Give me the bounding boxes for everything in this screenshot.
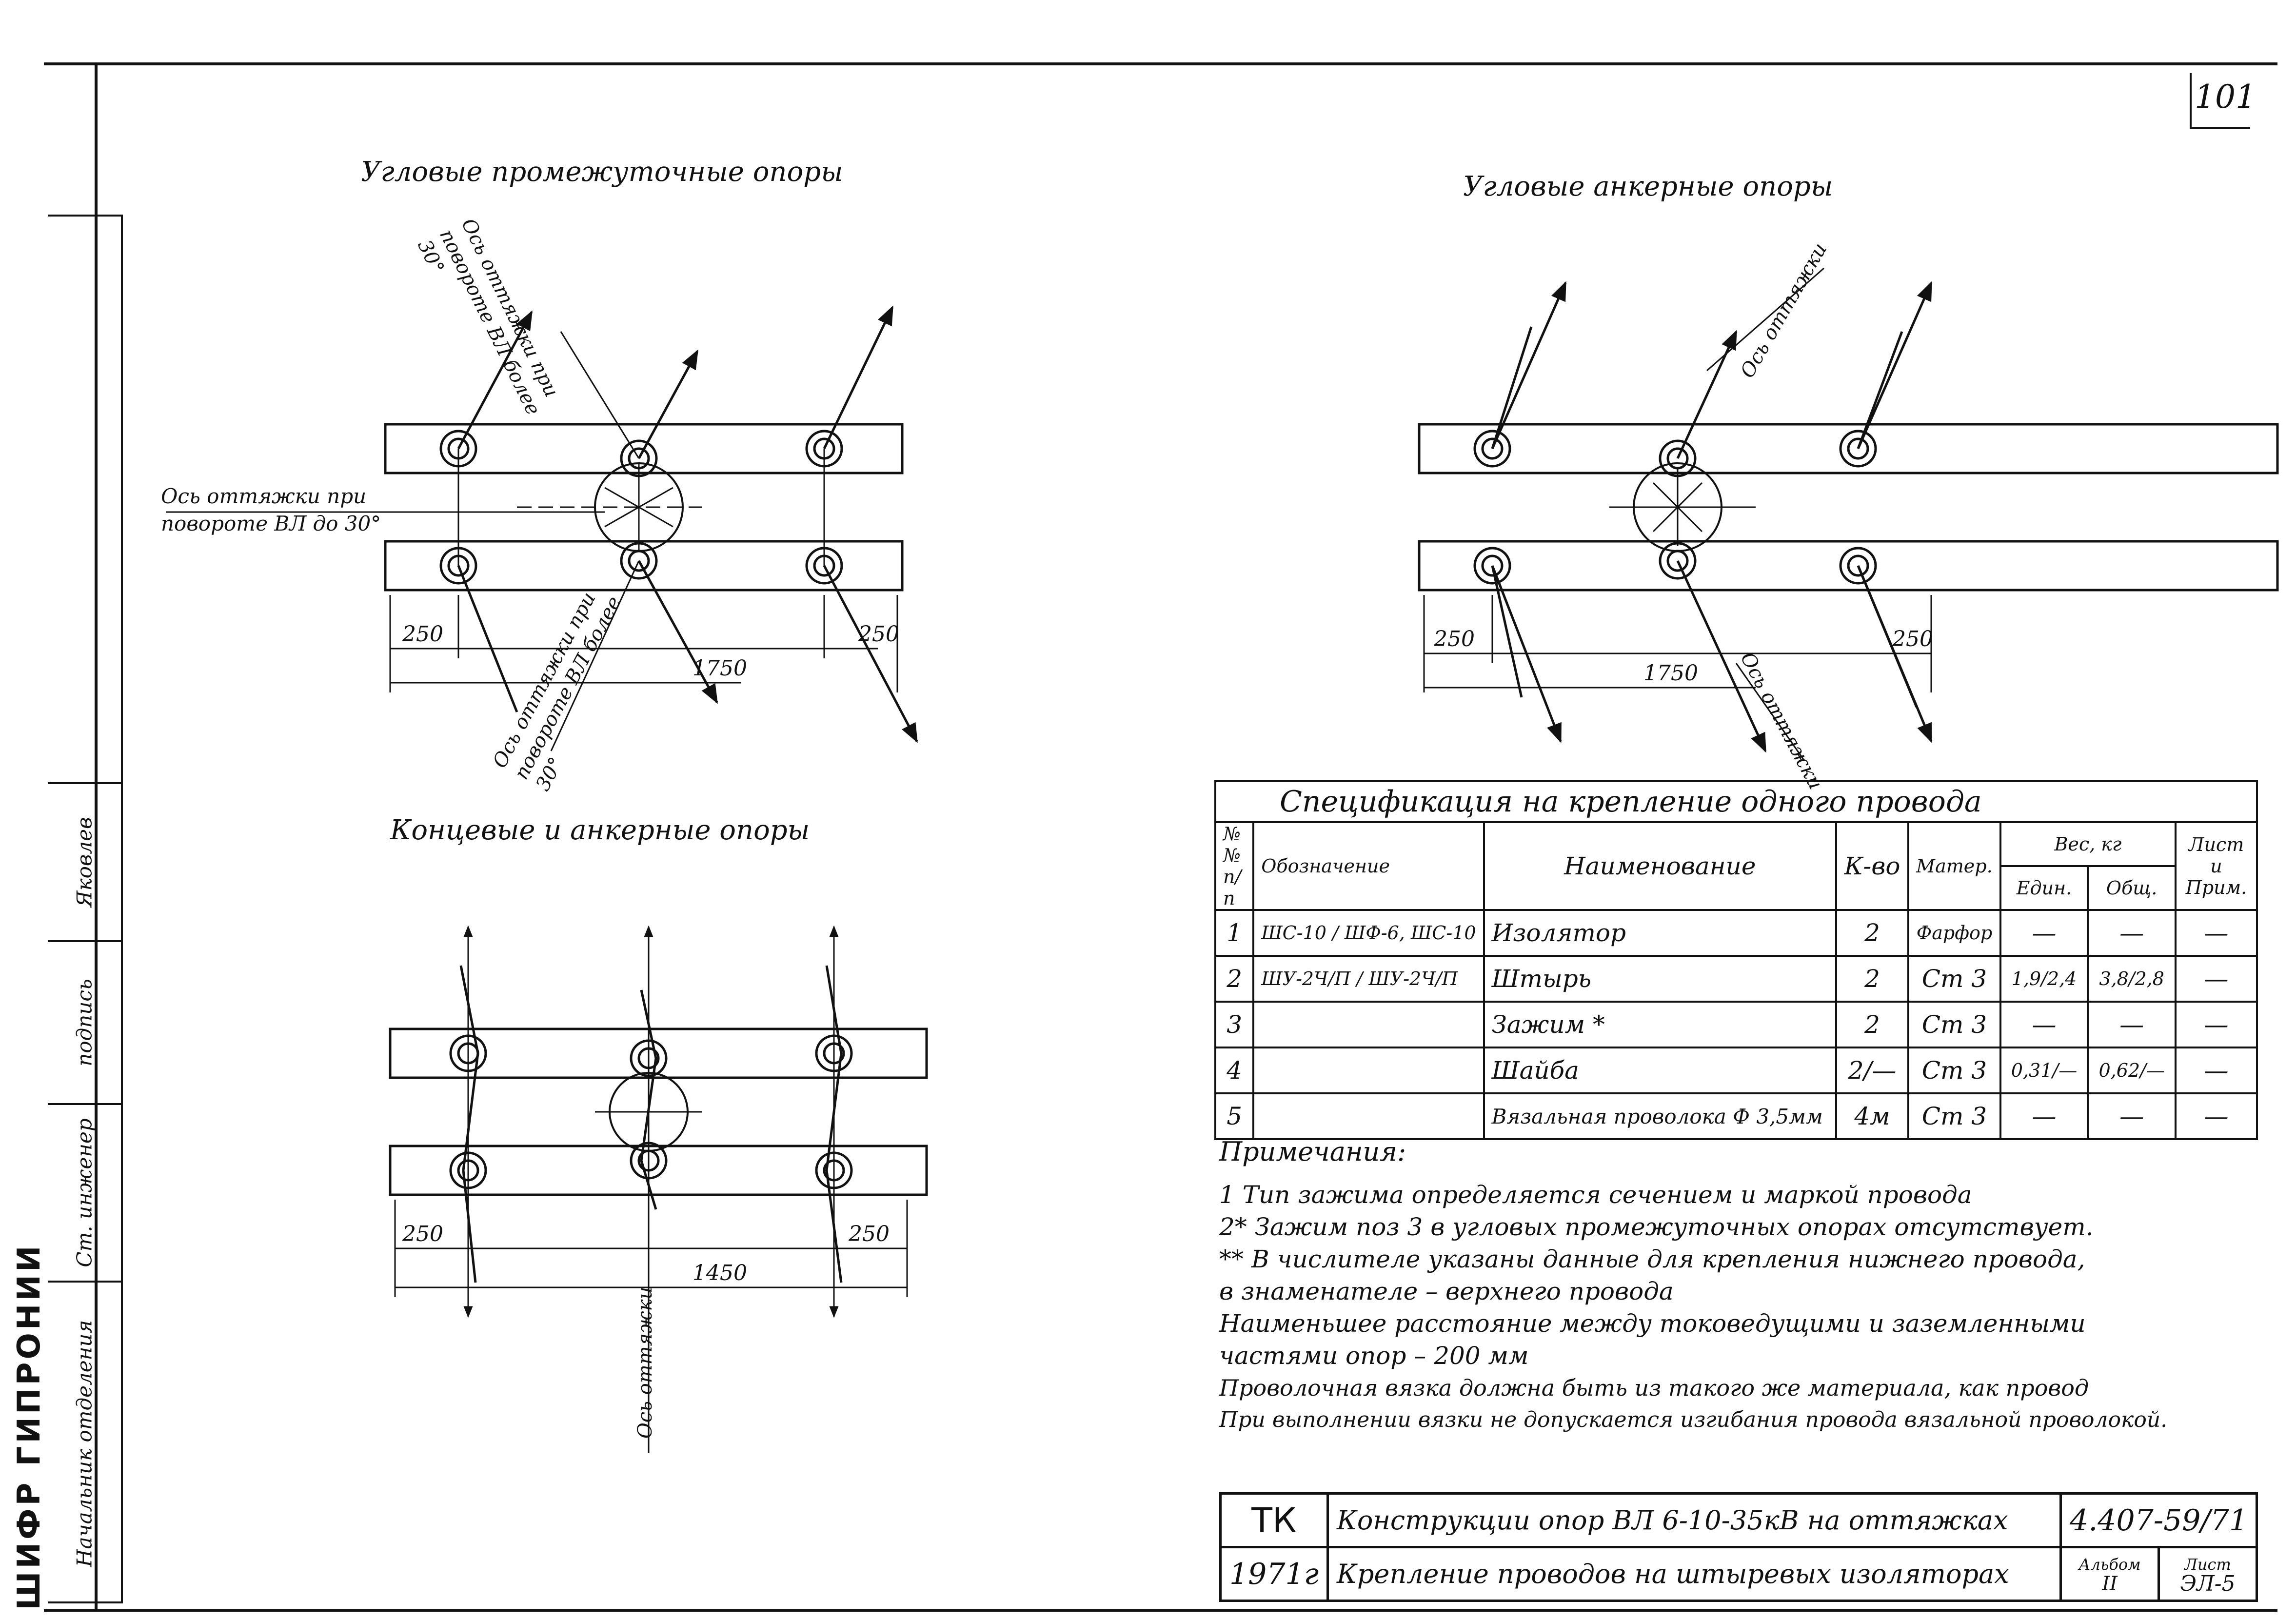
- dim1-right: 250: [858, 622, 899, 647]
- note-line: в знаменателе – верхнего провода: [1219, 1277, 1674, 1305]
- table-row: 4 Шайба 2/— Ст 3 0,31/— 0,62/— —: [1214, 1047, 2258, 1094]
- note-line: Наименьшее расстояние между токоведущими…: [1219, 1309, 2086, 1338]
- spec-h-weight: Вес, кг: [1999, 821, 2177, 867]
- spec-table: Спецификация на крепление одного провода…: [1214, 780, 2258, 1140]
- dim3-left: 250: [402, 1222, 443, 1246]
- note-line: При выполнении вязки не допускается изги…: [1219, 1407, 2168, 1432]
- dim2-right: 250: [1892, 627, 1933, 652]
- spec-h-name: Наименование: [1483, 821, 1837, 911]
- dim3-total: 1450: [693, 1261, 747, 1285]
- drawing-angle-anchor: [1418, 267, 2279, 761]
- title-angle-intermediate: Угловые промежуточные опоры: [361, 156, 843, 188]
- spec-h-qty: К-во: [1835, 821, 1910, 911]
- spec-h-material: Матер.: [1907, 821, 2001, 911]
- dim3-right: 250: [849, 1222, 890, 1246]
- dim1-total: 1750: [693, 656, 747, 681]
- note-line: 1 Тип зажима определяется сечением и мар…: [1219, 1181, 1972, 1209]
- stamp-year: 1971г: [1219, 1546, 1329, 1602]
- dim1-left: 250: [402, 622, 443, 647]
- label-guy-axis-up-to-30: Ось оттяжки при повороте ВЛ до 30°: [161, 484, 381, 535]
- page-number: 101: [2195, 78, 2256, 116]
- table-row: 5 Вязальная проволока Ф 3,5мм 4м Ст 3 — …: [1214, 1092, 2258, 1140]
- label-guy-axis-3: Ось оттяжки: [634, 1286, 656, 1439]
- spec-h-designation: Обозначение: [1252, 821, 1485, 911]
- table-row: 1 ШС-10 / ШФ-6, ШС-10 Изолятор 2 Фарфор …: [1214, 909, 2258, 957]
- note-line: 2* Зажим поз 3 в угловых промежуточных о…: [1219, 1213, 2094, 1241]
- spec-h-num: №№ п/п: [1214, 821, 1255, 911]
- spec-title: Спецификация на крепление одного провода: [1214, 780, 2258, 823]
- notes-block: Примечания: 1 Тип зажима определяется се…: [1219, 1136, 2273, 1436]
- page-number-box: [2190, 73, 2250, 129]
- dim2-left: 250: [1434, 627, 1475, 652]
- note-line: ** В числителе указаны данные для крепле…: [1219, 1245, 2085, 1273]
- spec-h-total: Общ.: [2087, 865, 2177, 911]
- note-line: частями опор – 200 мм: [1219, 1342, 1529, 1370]
- notes-title: Примечания:: [1219, 1136, 1406, 1167]
- bottom-border: [44, 1609, 2277, 1612]
- side-stamp: Яковлев подпись Ст. инженер Начальник от…: [48, 215, 123, 1603]
- dim2-total: 1750: [1643, 661, 1698, 686]
- drawing-angle-intermediate: [166, 305, 918, 751]
- stamp-subtitle: Крепление проводов на штыревых изолятора…: [1326, 1546, 2062, 1602]
- note-line: Проволочная вязка должна быть из такого …: [1219, 1375, 2089, 1401]
- title-end-anchor: Концевые и анкерные опоры: [390, 814, 810, 846]
- stamp-code: 4.407-59/71: [2059, 1492, 2258, 1548]
- table-row: 2 ШУ-2Ч/П / ШУ-2Ч/П Штырь 2 Ст 3 1,9/2,4…: [1214, 955, 2258, 1003]
- drawing-end-anchor: [389, 925, 928, 1453]
- title-angle-anchor: Угловые анкерные опоры: [1463, 171, 1833, 202]
- top-border: [44, 62, 2277, 65]
- table-row: 3 Зажим * 2 Ст 3 — — —: [1214, 1001, 2258, 1048]
- left-border: [95, 62, 98, 1611]
- stamp-org: ТК: [1219, 1492, 1329, 1548]
- spec-h-sheet: Лист и Прим.: [2174, 821, 2258, 911]
- title-block: ТК Конструкции опор ВЛ 6-10-35кВ на оття…: [1219, 1492, 2258, 1602]
- spec-h-unit: Един.: [1999, 865, 2089, 911]
- stamp-title: Конструкции опор ВЛ 6-10-35кВ на оттяжка…: [1326, 1492, 2062, 1548]
